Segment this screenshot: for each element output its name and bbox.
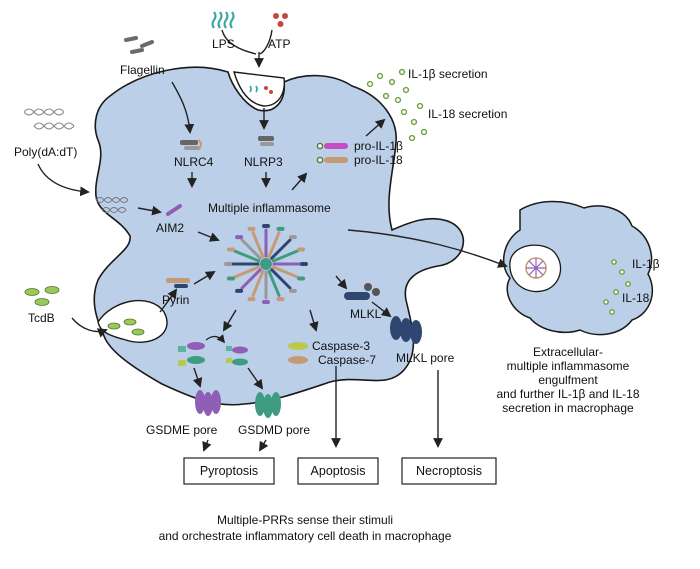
inflammasome-spoke-tip: [276, 297, 285, 302]
caspase7-label: Caspase-7: [318, 353, 376, 367]
il18-secretion-label: IL-18 secretion: [428, 107, 507, 121]
secreted-cytokines: [366, 68, 428, 142]
pyrin-label: Pyrin: [162, 293, 189, 307]
svg-text:multiple inflammasome: multiple inflammasome: [507, 359, 630, 373]
mlkl-label: MLKL: [350, 307, 382, 321]
second-cell-il1b-label: IL-1β: [632, 257, 660, 271]
inflammasome-spoke-tip: [300, 262, 308, 266]
inflammasome-spoke: [240, 238, 262, 260]
inflammasome-spoke: [267, 231, 281, 259]
pro-il1b-icon: [316, 142, 348, 150]
figure-caption: Multiple-PRRs sense their stimuli and or…: [159, 513, 452, 543]
second-macrophage-cell: [502, 200, 653, 336]
svg-text:engulfment: engulfment: [538, 373, 598, 387]
inflammasome-spoke-tip: [297, 276, 306, 281]
inflammasome-spoke-tip: [247, 297, 256, 302]
lps-atp-in-vesicle-icon: [249, 85, 273, 94]
tcdb-in-vesicle-icon: [107, 318, 145, 336]
gsdme-pore-icon: [195, 390, 221, 416]
caspase3-label: Caspase-3: [312, 339, 370, 353]
gsdme-pore-label: GSDME pore: [146, 423, 218, 437]
inflammasome-spoke: [233, 249, 261, 263]
aim2-icon: [166, 204, 182, 216]
inflammasome-spoke: [271, 249, 299, 263]
atp-icon: [273, 13, 288, 27]
mlkl-icon: [344, 283, 380, 300]
pro-il18-label: pro-IL-18: [354, 153, 403, 167]
inflammasome-spoke: [271, 265, 299, 279]
inflammasome-spoke-tip: [226, 247, 235, 252]
inflammasome-spoke-tip: [288, 235, 297, 240]
aim2-label: AIM2: [156, 221, 184, 235]
inflammasome-spoke: [251, 231, 265, 259]
il1b-secretion-label: IL-1β secretion: [408, 67, 488, 81]
inflammasome-spoke: [233, 265, 261, 279]
atp-label: ATP: [268, 37, 290, 51]
inflammasome-spoke: [270, 268, 292, 290]
nlrc4-label: NLRC4: [174, 155, 214, 169]
inflammasome-spoke-tip: [235, 235, 244, 240]
lps-icon: [211, 11, 235, 29]
dna-in-cell-icon: [95, 197, 129, 213]
inflammasome-spoke-tip: [224, 262, 232, 266]
caspase3-icon: [288, 342, 308, 350]
inflammasome-spoke-tip: [262, 224, 270, 228]
pro-il1b-label: pro-IL-1β: [354, 139, 403, 153]
pyroptosis-box: [183, 457, 275, 485]
svg-text:Extracellular-: Extracellular-: [533, 345, 603, 359]
necroptosis-box: [401, 457, 497, 485]
pyroptosis-label: Pyroptosis: [200, 464, 258, 478]
inflammasome-spoke-tip: [247, 226, 256, 231]
gsdmd-pore-label: GSDMD pore: [238, 423, 310, 437]
mlkl-pore-icon: [390, 316, 422, 344]
lps-label: LPS: [212, 37, 235, 51]
inflammasome-spoke-tip: [288, 288, 297, 293]
second-cell-caption: Extracellular- multiple inflammasome eng…: [497, 345, 640, 415]
svg-text:secretion in macrophage: secretion in macrophage: [502, 401, 634, 415]
arrows: [37, 29, 508, 452]
inflammasome-spoke-tip: [297, 247, 306, 252]
gasdermin-cleavage-icon: [178, 334, 248, 366]
inflammasome-spoke: [267, 269, 281, 297]
pro-il18-icon: [316, 156, 348, 164]
nlrc4-icon: [180, 139, 202, 151]
gsdmd-pore-icon: [255, 392, 281, 418]
inflammasome-spoke: [240, 268, 262, 290]
tcdb-icon: [24, 286, 60, 306]
poly-da-dt-label: Poly(dA:dT): [14, 145, 77, 159]
inflammasome-spoke-tip: [226, 276, 235, 281]
dna-icon: [23, 108, 75, 130]
second-cell-il18-label: IL-18: [622, 291, 650, 305]
inflammasome-spoke-tip: [235, 288, 244, 293]
necroptosis-label: Necroptosis: [416, 464, 482, 478]
nlrp3-label: NLRP3: [244, 155, 283, 169]
multiple-inflammasome-complex-icon: [224, 224, 308, 304]
flagellin-icon: [124, 36, 154, 54]
endocytic-vesicle-top: [233, 71, 285, 107]
apoptosis-label: Apoptosis: [311, 464, 366, 478]
mlkl-pore-label: MLKL pore: [396, 351, 455, 365]
flagellin-label: Flagellin: [120, 63, 165, 77]
caspase7-icon: [288, 356, 308, 364]
multiple-inflammasome-label: Multiple inflammasome: [208, 201, 331, 215]
inflammasome-spoke: [251, 269, 265, 297]
pyrin-icon: [166, 278, 190, 288]
secreted-cytokines-second-cell: [603, 259, 631, 315]
svg-text:Multiple-PRRs sense their stim: Multiple-PRRs sense their stimuli: [217, 513, 393, 527]
nlrp3-icon: [258, 136, 274, 146]
svg-text:and further IL-1β and IL-18: and further IL-1β and IL-18: [497, 387, 640, 401]
inflammasome-spoke-tip: [276, 226, 285, 231]
apoptosis-box: [297, 457, 379, 485]
tcdb-label: TcdB: [28, 311, 55, 325]
svg-text:and orchestrate inflammatory c: and orchestrate inflammatory cell death …: [159, 529, 452, 543]
inflammasome-spoke-tip: [262, 300, 270, 304]
engulfed-inflammasome-icon: [525, 257, 547, 279]
inflammasome-spoke: [270, 238, 292, 260]
